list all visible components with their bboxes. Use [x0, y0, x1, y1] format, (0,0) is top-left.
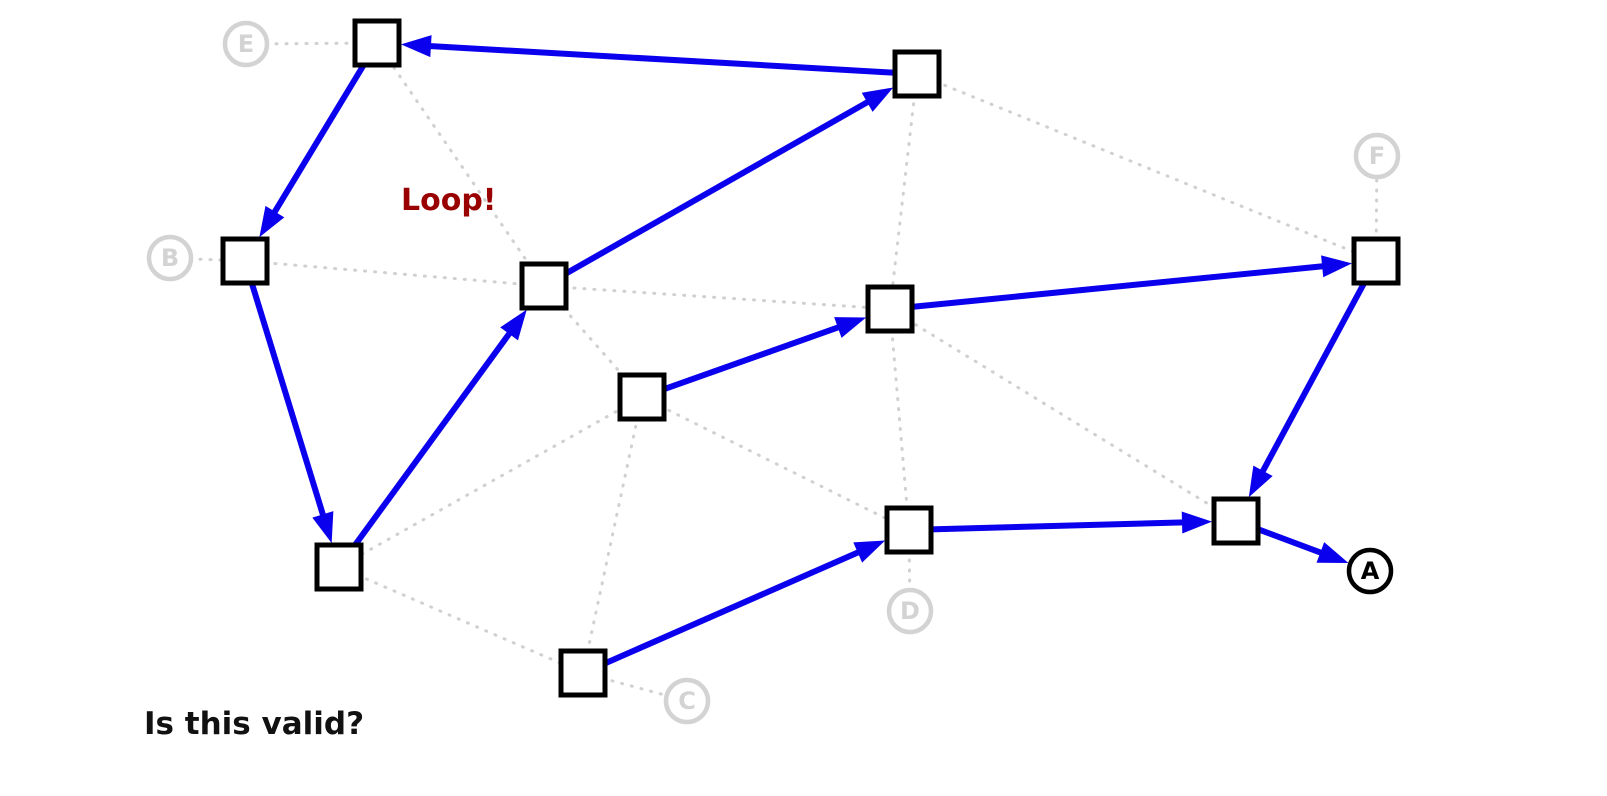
- loop-annotation: Loop!: [401, 183, 497, 218]
- dotted-edge-n5-n8: [888, 307, 911, 532]
- flow-edge-n7-n9: [1248, 281, 1367, 498]
- dotted-edge-n6-n12: [581, 395, 644, 675]
- flow-edge-n5-n7: [911, 255, 1353, 310]
- dotted-edge-n2-n5: [888, 72, 919, 311]
- terminal-label: F: [1369, 142, 1385, 170]
- dotted-edge-n4-n5: [542, 284, 892, 311]
- node-box-n2: [892, 49, 942, 99]
- arrowhead-icon: [259, 205, 285, 238]
- dotted-edge-n8-D: [907, 528, 912, 613]
- flow-edge-n6-n5: [662, 317, 867, 393]
- terminal-label: C: [678, 687, 696, 715]
- dotted-edge-n6-n8: [640, 395, 911, 532]
- flow-edges: [248, 35, 1367, 667]
- node-box-n8: [884, 505, 934, 555]
- node-box-n3: [220, 236, 270, 286]
- question-text: Is this valid?: [144, 706, 365, 742]
- dotted-edge-n10-n12: [337, 565, 585, 675]
- flow-edge-n10-n4: [352, 309, 527, 547]
- node-box-n5: [865, 284, 915, 334]
- flow-edge-n1-n3: [259, 63, 367, 238]
- node-box-n10: [314, 542, 364, 592]
- node-box-n4: [519, 261, 569, 311]
- dotted-edge-n3-n4: [243, 259, 546, 288]
- node-box-n12: [558, 648, 608, 698]
- arrowhead-icon: [1181, 511, 1213, 534]
- arrowhead-icon: [853, 540, 886, 563]
- terminal-nodes: A B C D E F: [146, 20, 1401, 725]
- flow-edge-n9-A: [1256, 526, 1349, 563]
- node-box-n6: [617, 372, 667, 422]
- arrowhead-icon: [1321, 255, 1353, 278]
- flow-edge-n2-n1: [400, 35, 896, 76]
- terminal-label: B: [161, 244, 179, 272]
- terminal-e: E: [222, 20, 270, 68]
- arrowhead-icon: [500, 309, 527, 341]
- arrowhead-icon: [1248, 465, 1273, 498]
- terminal-b: B: [146, 234, 194, 282]
- dotted-edge-n6-n10: [337, 395, 644, 569]
- flow-edge-n3-n10: [248, 282, 334, 544]
- terminal-c: C: [663, 677, 711, 725]
- dotted-edge-n2-n7: [915, 72, 1378, 263]
- flow-edge-n4-n2: [564, 87, 894, 277]
- terminal-f: F: [1353, 132, 1401, 180]
- dotted-edges: [168, 41, 1379, 703]
- arrowhead-icon: [861, 87, 894, 112]
- node-box-n1: [352, 18, 402, 68]
- dotted-edge-n5-n9: [888, 307, 1238, 523]
- arrowhead-icon: [400, 35, 432, 58]
- node-box-n7: [1351, 236, 1401, 286]
- node-box-n9: [1211, 496, 1261, 546]
- terminal-d: D: [886, 587, 934, 635]
- terminal-a: A: [1346, 547, 1394, 595]
- arrowhead-icon: [834, 317, 867, 338]
- terminal-label: E: [238, 30, 254, 58]
- flow-edge-n12-n8: [603, 540, 886, 667]
- flow-edge-n8-n9: [930, 511, 1213, 534]
- terminal-label: A: [1361, 557, 1380, 585]
- arrowhead-icon: [1316, 542, 1349, 563]
- dotted-edge-n1-n4: [375, 41, 546, 288]
- arrowhead-icon: [312, 511, 334, 544]
- terminal-label: D: [900, 597, 920, 625]
- box-nodes: [220, 18, 1401, 698]
